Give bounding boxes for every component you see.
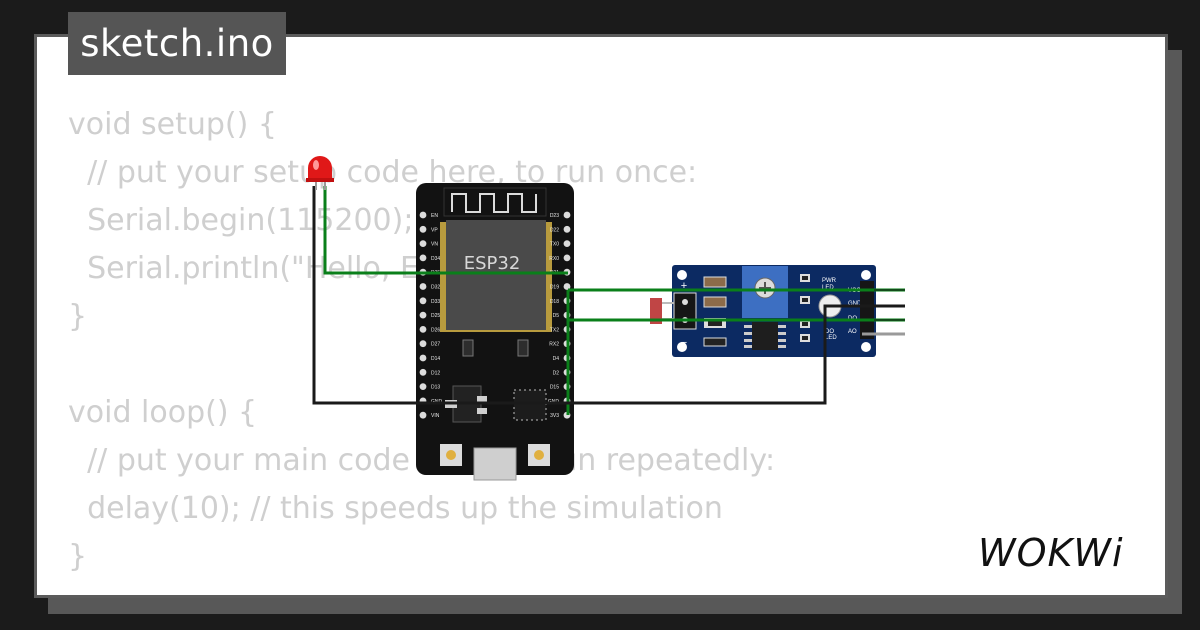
pin-label: D13 (431, 385, 440, 391)
pin-d13[interactable] (419, 383, 427, 390)
wire-gnd[interactable] (312, 186, 905, 405)
pin-label: D32 (431, 285, 440, 291)
code-line: delay(10); // this speeds up the simulat… (68, 491, 723, 526)
potentiometer[interactable] (742, 266, 788, 318)
wokwi-logo: WOKWi (978, 531, 1124, 575)
pin-label: D26 (431, 327, 440, 333)
pin-vn[interactable] (419, 240, 427, 248)
chip-label: ESP32 (464, 253, 521, 274)
do-led-label-2: LED (825, 335, 837, 341)
pin-label: 3V3 (550, 413, 559, 419)
esp32-board[interactable]: ESP32 ENVPVND34D35D32D33D25D26D27D14D12D… (416, 183, 574, 481)
pin-label: RX0 (549, 256, 559, 262)
pwr-led-label: LED (822, 285, 834, 291)
pin-label: D12 (431, 370, 440, 376)
pin-vp[interactable] (419, 225, 427, 233)
do-led-label: DO (825, 329, 834, 335)
ao-label: AO (848, 329, 857, 335)
code-line: void loop() { (68, 395, 258, 430)
gnd-label: GND (848, 301, 862, 307)
pin-d26[interactable] (419, 326, 427, 333)
sound-sensor-module[interactable]: + − PWR LED DO LED (650, 265, 876, 357)
code-line: } (68, 539, 88, 574)
red-led[interactable] (306, 156, 334, 190)
pin-label: D25 (431, 313, 440, 319)
pin-d34[interactable] (419, 254, 427, 262)
code-line: void setup() { (68, 107, 277, 142)
pin-label: D34 (431, 256, 440, 262)
pin-label: D27 (431, 342, 440, 348)
minus-label: − (681, 337, 687, 349)
pin-d32[interactable] (419, 283, 427, 290)
code-line: } (68, 299, 88, 334)
pin-tx0[interactable] (563, 240, 571, 248)
pin-label: D5 (553, 313, 560, 319)
pin-d25[interactable] (419, 311, 427, 319)
usb-port (473, 447, 517, 481)
pin-label: TX0 (550, 242, 559, 248)
pin-label: D4 (553, 356, 560, 362)
pin-label: EN (431, 213, 438, 219)
plus-label: + (681, 280, 687, 292)
pin-label: TX2 (550, 327, 559, 333)
editor-card (34, 34, 1168, 598)
pin-d22[interactable] (563, 225, 571, 233)
pin-label: D18 (550, 299, 559, 305)
pin-label: D14 (431, 356, 440, 362)
pin-rx0[interactable] (563, 254, 571, 262)
pin-label: D23 (550, 213, 559, 219)
pin-d12[interactable] (419, 368, 427, 376)
file-tab[interactable]: sketch.ino (68, 12, 286, 75)
pin-label: RX2 (549, 342, 559, 348)
esp32-chip: ESP32 (440, 220, 552, 332)
pin-label: D19 (550, 285, 559, 291)
pin-label: VP (431, 227, 438, 233)
pin-label: D2 (553, 370, 560, 376)
pin-d14[interactable] (419, 354, 427, 362)
pwr-label: PWR (822, 278, 837, 284)
pin-label: VN (431, 242, 438, 248)
pin-label: D15 (550, 385, 559, 391)
en-button[interactable] (440, 444, 462, 466)
boot-button[interactable] (528, 444, 550, 466)
pin-en[interactable] (419, 211, 427, 219)
code-line: // put your setup code here, to run once… (68, 155, 698, 190)
pin-vin[interactable] (419, 411, 427, 419)
wire-led-anode[interactable] (323, 186, 568, 275)
logo-text: WOKWi (978, 531, 1124, 575)
pin-d19[interactable] (563, 283, 571, 290)
wires[interactable] (312, 186, 905, 415)
pin-label: D22 (550, 227, 559, 233)
pin-d23[interactable] (563, 211, 571, 219)
pin-label: D33 (431, 299, 440, 305)
code-line: Serial.begin(115200); (68, 203, 414, 238)
pin-label: VIN (431, 413, 440, 419)
pin-d27[interactable] (419, 340, 427, 348)
pin-d33[interactable] (419, 297, 427, 305)
code-editor[interactable]: void setup() { // put your setup code he… (68, 101, 775, 581)
